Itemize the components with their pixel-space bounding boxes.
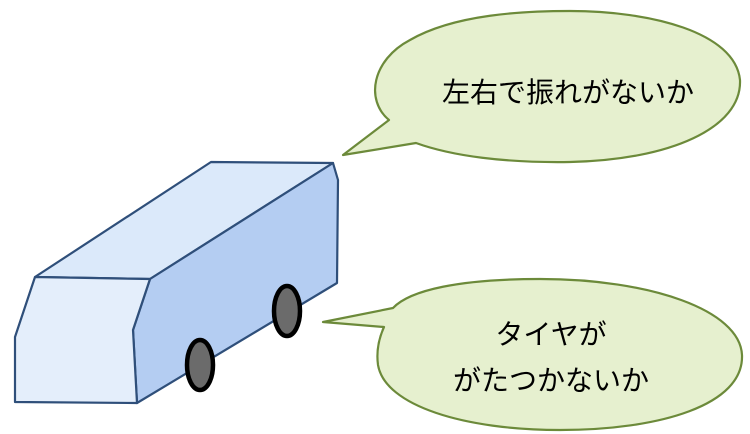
bus-front	[13, 275, 152, 405]
speech-bubble-sway: 左右で振れがないか	[341, 9, 742, 164]
callout-tires-line1: タイヤが	[495, 318, 606, 351]
speech-bubble	[321, 277, 744, 432]
callout-tires-line2: がたつかないか	[453, 364, 649, 397]
callout-sway-text: 左右で振れがないか	[442, 76, 694, 109]
wheel-icon	[271, 283, 303, 339]
speech-bubble-tires: タイヤが がたつかないか	[321, 277, 744, 432]
bus-icon	[13, 160, 340, 405]
wheel-icon	[184, 337, 216, 393]
speech-bubble	[341, 9, 742, 164]
